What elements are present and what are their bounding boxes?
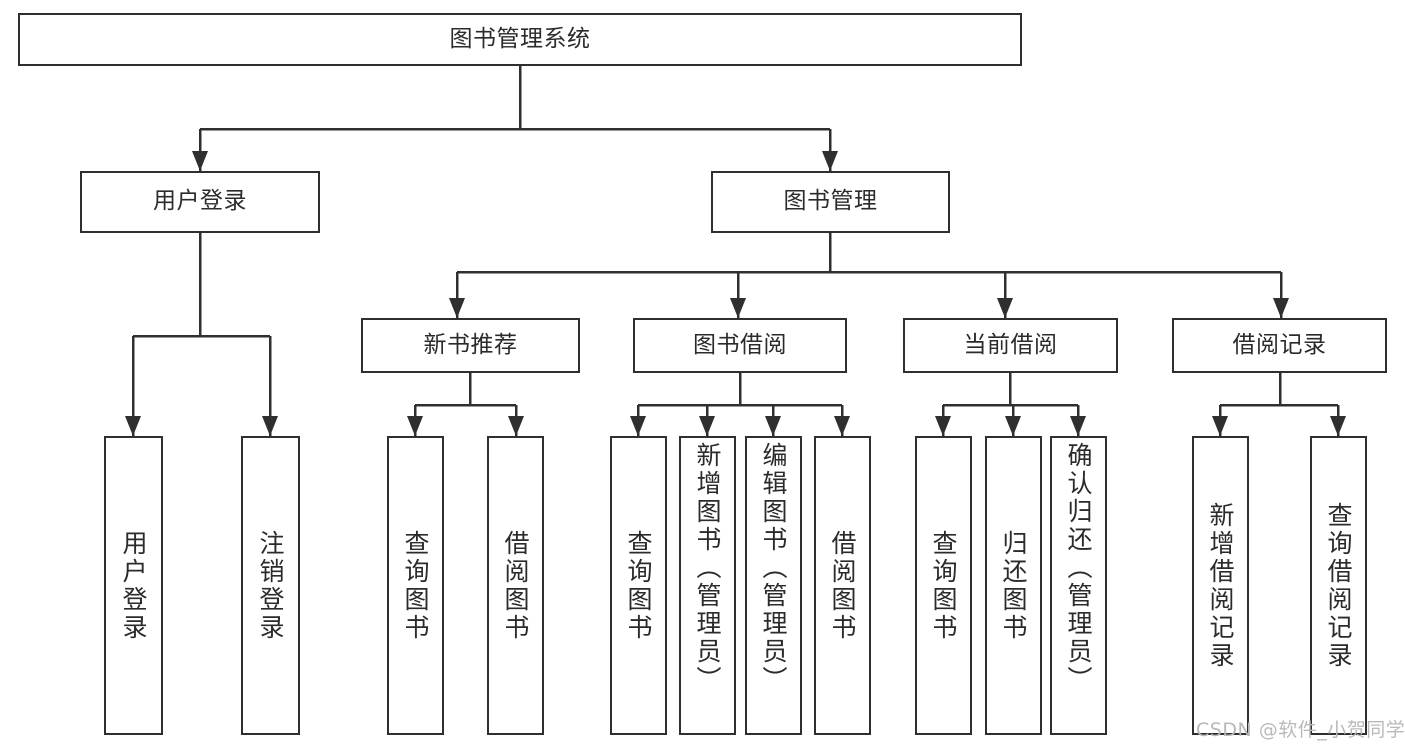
- arrowhead-book-manage: [822, 151, 838, 171]
- arrowhead-leaf-query-book-2: [630, 416, 646, 436]
- node-leaf-query-book-2[interactable]: 查询图书: [610, 436, 667, 735]
- node-label-leaf-add-book: 新增图书（管理员）: [693, 442, 722, 694]
- arrowhead-leaf-borrow-book-2: [834, 416, 850, 436]
- node-leaf-query-book-1[interactable]: 查询图书: [387, 436, 444, 735]
- node-leaf-user-login[interactable]: 用户登录: [104, 436, 163, 735]
- arrowhead-new-book-rec: [449, 298, 465, 318]
- node-new-book-rec[interactable]: 新书推荐: [361, 318, 580, 373]
- node-leaf-query-book-3[interactable]: 查询图书: [915, 436, 972, 735]
- arrowhead-leaf-return-book: [1005, 416, 1021, 436]
- node-root[interactable]: 图书管理系统: [18, 13, 1022, 66]
- arrowhead-current-borrow: [997, 298, 1013, 318]
- node-leaf-return-book[interactable]: 归还图书: [985, 436, 1042, 735]
- node-leaf-logout[interactable]: 注销登录: [241, 436, 300, 735]
- node-label-book-borrow: 图书借阅: [693, 331, 787, 358]
- arrowhead-leaf-add-book: [699, 416, 715, 436]
- node-label-current-borrow: 当前借阅: [963, 331, 1058, 358]
- csdn-watermark: CSDN @软件_小贺同学: [1196, 719, 1405, 741]
- node-label-book-manage: 图书管理: [783, 188, 878, 215]
- node-leaf-borrow-book-2[interactable]: 借阅图书: [814, 436, 871, 735]
- node-borrow-record[interactable]: 借阅记录: [1172, 318, 1387, 373]
- node-label-new-book-rec: 新书推荐: [423, 331, 518, 358]
- arrowhead-leaf-query-record: [1330, 416, 1346, 436]
- node-leaf-borrow-book-1[interactable]: 借阅图书: [487, 436, 544, 735]
- node-current-borrow[interactable]: 当前借阅: [903, 318, 1118, 373]
- node-label-root: 图书管理系统: [449, 25, 591, 52]
- node-label-leaf-user-login: 用户登录: [119, 529, 148, 642]
- node-label-user-login: 用户登录: [153, 188, 247, 215]
- arrowhead-leaf-query-book-3: [935, 416, 951, 436]
- node-leaf-add-book[interactable]: 新增图书（管理员）: [679, 436, 736, 735]
- node-leaf-query-record[interactable]: 查询借阅记录: [1310, 436, 1367, 735]
- node-label-leaf-query-book-1: 查询图书: [401, 529, 430, 642]
- node-label-leaf-edit-book: 编辑图书（管理员）: [759, 442, 788, 694]
- node-label-leaf-query-book-2: 查询图书: [624, 529, 653, 642]
- node-label-leaf-add-record: 新增借阅记录: [1206, 501, 1235, 670]
- arrowhead-leaf-edit-book: [765, 416, 781, 436]
- node-label-leaf-query-record: 查询借阅记录: [1324, 501, 1353, 670]
- node-leaf-confirm-return[interactable]: 确认归还（管理员）: [1050, 436, 1107, 735]
- arrowhead-leaf-borrow-book-1: [508, 416, 524, 436]
- arrowhead-leaf-user-login: [125, 416, 141, 436]
- arrowhead-leaf-confirm-return: [1070, 416, 1086, 436]
- arrowhead-leaf-add-record: [1212, 416, 1228, 436]
- arrowhead-leaf-query-book-1: [407, 416, 423, 436]
- node-book-borrow[interactable]: 图书借阅: [633, 318, 847, 373]
- node-user-login[interactable]: 用户登录: [80, 171, 320, 233]
- node-label-borrow-record: 借阅记录: [1232, 331, 1327, 358]
- node-label-leaf-return-book: 归还图书: [999, 529, 1028, 642]
- arrowhead-leaf-logout: [262, 416, 278, 436]
- node-label-leaf-logout: 注销登录: [256, 529, 285, 642]
- node-label-leaf-confirm-return: 确认归还（管理员）: [1064, 442, 1093, 694]
- arrowhead-borrow-record: [1273, 298, 1289, 318]
- arrowhead-user-login: [192, 151, 208, 171]
- node-label-leaf-query-book-3: 查询图书: [929, 529, 958, 642]
- node-label-leaf-borrow-book-1: 借阅图书: [501, 529, 530, 642]
- node-leaf-edit-book[interactable]: 编辑图书（管理员）: [745, 436, 802, 735]
- node-leaf-add-record[interactable]: 新增借阅记录: [1192, 436, 1249, 735]
- node-book-manage[interactable]: 图书管理: [711, 171, 950, 233]
- arrowhead-book-borrow: [730, 298, 746, 318]
- node-label-leaf-borrow-book-2: 借阅图书: [828, 529, 857, 642]
